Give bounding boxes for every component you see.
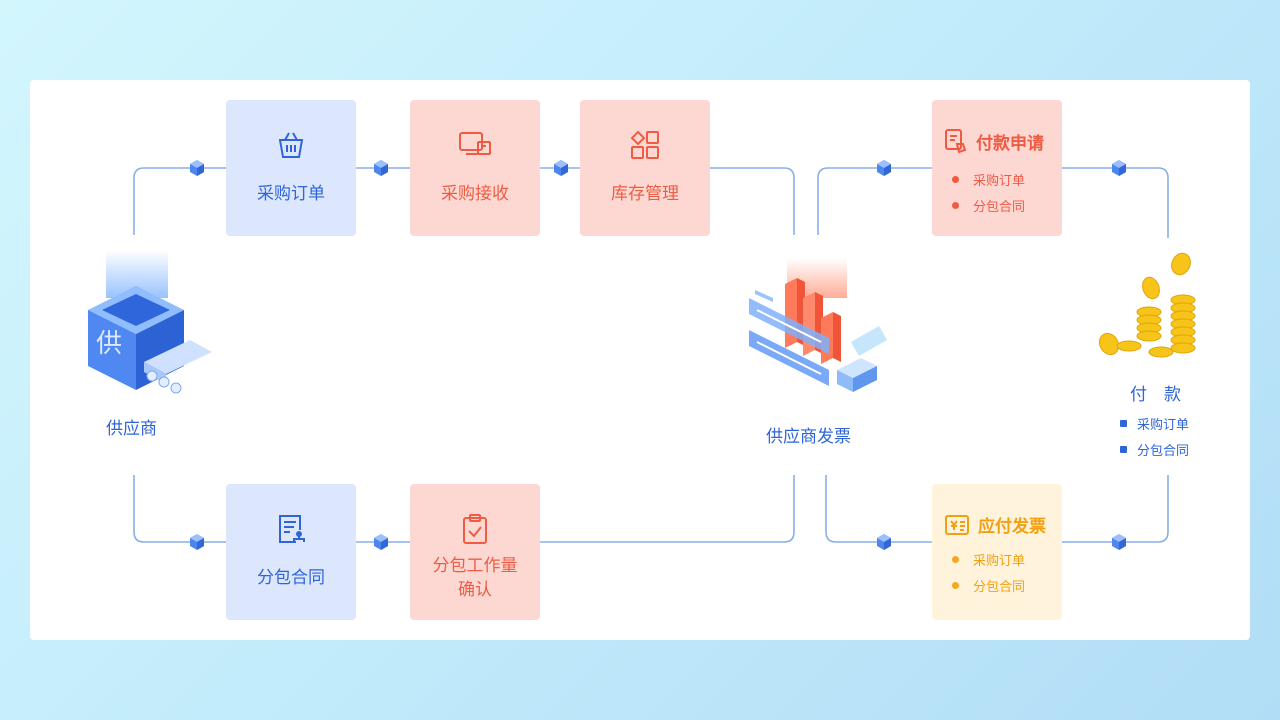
payment-item: 采购订单 [1120, 414, 1189, 433]
cube-markers [190, 160, 1126, 550]
inventory-grid-icon [580, 128, 710, 162]
node-inventory[interactable]: 库存管理 [580, 100, 710, 236]
payable-invoice-header: 应付发票 [944, 512, 1046, 537]
invoice-yen-icon [945, 514, 969, 535]
connector-invoice-to-payable [825, 475, 932, 543]
payment-request-item: 采购订单 [952, 170, 1025, 189]
basket-icon [226, 128, 356, 162]
payment-request-item: 分包合同 [952, 196, 1025, 215]
node-label: 库存管理 [611, 184, 679, 204]
supplier-box-illustration: 供 [88, 250, 212, 394]
coins-illustration [1098, 252, 1196, 358]
connector-payreq-to-payment [1062, 167, 1169, 238]
node-sub-confirm[interactable]: 分包工作量 确认 [410, 484, 540, 620]
supplier-invoice-label: 供应商发票 [766, 427, 851, 447]
payment-request-header: 付款申请 [944, 128, 1044, 154]
bottom-left-connector [133, 475, 226, 543]
connector-invoice-to-payreq [817, 167, 932, 235]
payment-request-title: 付款申请 [976, 133, 1044, 154]
node-purchase-receive[interactable]: 采购接收 [410, 100, 540, 236]
supplier-label: 供应商 [106, 419, 157, 439]
node-label: 分包工作量 确认 [432, 556, 518, 600]
payable-invoice-item: 分包合同 [952, 576, 1025, 595]
connector-payable-to-payment [1062, 475, 1169, 543]
node-payment-request[interactable]: 付款申请 采购订单 分包合同 [932, 100, 1062, 236]
top-left-connector [133, 167, 226, 235]
node-purchase-order[interactable]: 采购订单 [226, 100, 356, 236]
node-payable-invoice[interactable]: 应付发票 采购订单 分包合同 [932, 484, 1062, 620]
supplier-invoice-illustration [749, 258, 887, 392]
payment-label: 付 款 [1130, 385, 1181, 405]
payable-invoice-item: 采购订单 [952, 550, 1025, 569]
contract-icon [226, 512, 356, 546]
node-label: 分包合同 [257, 568, 325, 588]
document-hand-icon [945, 129, 967, 154]
connector-confirm-to-invoice [540, 475, 795, 543]
receive-icon [410, 128, 540, 162]
node-label: 采购订单 [257, 184, 325, 204]
node-label: 采购接收 [441, 184, 509, 204]
connector-inventory-to-invoice [710, 167, 795, 235]
node-sub-contract[interactable]: 分包合同 [226, 484, 356, 620]
payment-item: 分包合同 [1120, 440, 1189, 459]
clipboard-check-icon [410, 512, 540, 546]
payable-invoice-title: 应付发票 [978, 517, 1046, 537]
supplier-box-char: 供 [96, 329, 122, 359]
